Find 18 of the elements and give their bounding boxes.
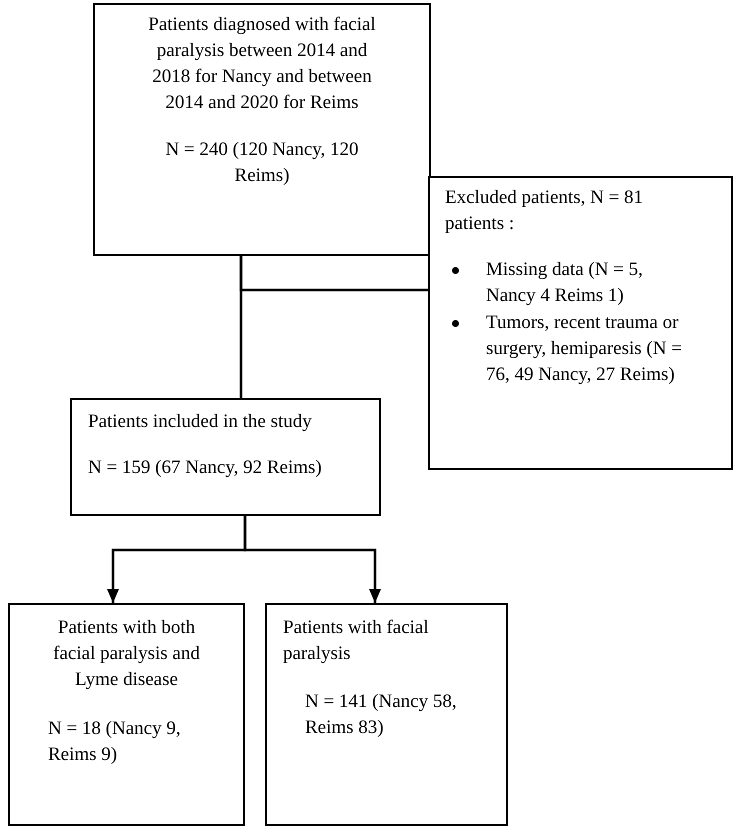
list-item-text: Tumors, recent trauma or surgery, hemiparesis (N = 76, 49 Nancy, 27 Reims) <box>486 311 683 387</box>
box-count-text: N = 18 (Nancy 9, Reims 9) <box>48 717 182 767</box>
box-heading: Excluded patients, N = 81 patients : <box>445 186 644 236</box>
box-heading: Patients with facial paralysis <box>283 616 430 666</box>
flow-box <box>93 3 431 256</box>
box-heading: Patients included in the study <box>88 410 313 434</box>
list-item-text: Missing data (N = 5, Nancy 4 Reims 1) <box>486 258 644 308</box>
box-count-text: N = 159 (67 Nancy, 92 Reims) <box>88 456 323 480</box>
flow-box <box>265 603 508 826</box>
connector-line <box>240 256 428 292</box>
arrow <box>244 516 381 603</box>
flow-box <box>70 398 381 516</box>
box-heading: Patients diagnosed with facial paralysis between 2014 and 2018 for Nancy and between 2014 and 2020 for Reims <box>147 13 377 115</box>
box-count-text: N = 240 (120 Nancy, 120 Reims) <box>164 138 360 188</box>
flow-box <box>8 603 245 826</box>
flow-box <box>428 176 733 470</box>
box-heading: Patients with both facial paralysis and Lyme disease <box>52 616 201 692</box>
box-count-text: N = 141 (Nancy 58, Reims 83) <box>305 690 458 740</box>
